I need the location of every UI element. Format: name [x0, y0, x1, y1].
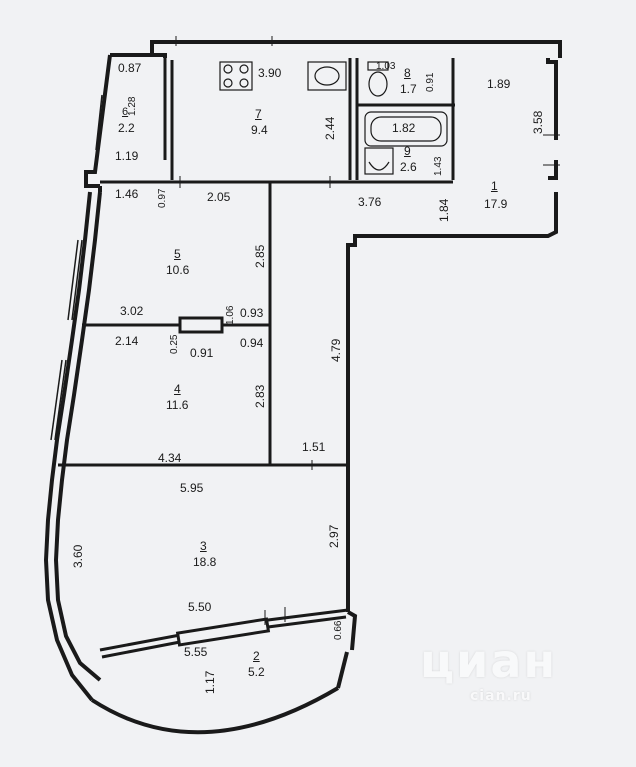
dim-label: 2.85	[253, 244, 267, 268]
dim-label: 0.66	[333, 620, 344, 640]
dim-label: 1.46	[115, 187, 139, 201]
room-area: 10.6	[166, 263, 190, 277]
dim-label: 4.34	[158, 451, 182, 465]
room-number: 4	[174, 382, 181, 396]
dim-label: 2.97	[327, 524, 341, 548]
dim-label: 1.03	[376, 61, 396, 72]
room-number: 6	[122, 106, 129, 118]
room-number: 7	[255, 107, 262, 121]
closet	[178, 316, 224, 334]
dim-label: 1.28	[127, 96, 138, 116]
dim-label: 2.44	[323, 116, 337, 140]
dim-label: 5.50	[188, 600, 212, 614]
room-number: 1	[491, 179, 498, 193]
dim-label: 0.91	[190, 346, 214, 360]
dim-label: 0.87	[118, 61, 142, 75]
dim-label: 1.06	[225, 305, 236, 325]
room-area: 18.8	[193, 555, 217, 569]
dim-label: 0.94	[240, 336, 264, 350]
room-number: 5	[174, 247, 181, 261]
dim-label: 5.55	[184, 645, 208, 659]
dim-label: 2.83	[253, 384, 267, 408]
dim-label: 3.02	[120, 304, 144, 318]
stove-icon	[219, 61, 253, 91]
dim-label: 1.82	[392, 121, 416, 135]
dim-label: 1.19	[115, 149, 139, 163]
dim-label: 1.43	[433, 156, 444, 176]
watermark-site: cian.ru	[470, 688, 532, 704]
interior-walls	[58, 58, 455, 467]
dim-label: 5.95	[180, 481, 204, 495]
room-area: 2.2	[118, 121, 135, 135]
dim-label: 4.79	[329, 338, 343, 362]
dim-label: 2.05	[207, 190, 231, 204]
dim-label: 3.60	[71, 544, 85, 568]
dim-label: 0.93	[240, 306, 264, 320]
dim-label: 2.14	[115, 334, 139, 348]
kitchen-sink-icon	[307, 61, 347, 91]
room-area: 11.6	[166, 398, 189, 412]
dim-label: 0.25	[169, 334, 180, 354]
dim-label: 0.97	[157, 188, 168, 208]
dim-label: 0.91	[425, 72, 436, 92]
room-area: 9.4	[251, 123, 268, 137]
room-area: 2.6	[400, 160, 417, 174]
watermark-logo: циан	[420, 634, 558, 688]
room-number: 3	[200, 539, 207, 553]
bathroom-sink-icon	[364, 147, 394, 175]
room-number: 9	[404, 144, 411, 158]
room-number: 8	[404, 66, 411, 80]
dim-label: 3.58	[531, 110, 545, 134]
exterior-walls	[43, 40, 562, 735]
door-ticks	[175, 36, 560, 625]
room-number: 2	[253, 649, 260, 663]
left-windows	[50, 94, 103, 441]
room-area: 1.7	[400, 82, 417, 96]
dim-label: 1.89	[487, 77, 511, 91]
dim-label: 1.84	[437, 198, 451, 222]
toilet-icon	[367, 61, 389, 97]
bathtub-icon	[364, 111, 448, 147]
dim-label: 1.17	[203, 670, 217, 694]
room-area: 17.9	[484, 197, 508, 211]
dim-label: 3.90	[258, 66, 282, 80]
dim-label: 3.76	[358, 195, 382, 209]
dim-label: 1.51	[302, 440, 326, 454]
room-area: 5.2	[248, 665, 265, 679]
balcony-window-wall	[99, 608, 349, 659]
